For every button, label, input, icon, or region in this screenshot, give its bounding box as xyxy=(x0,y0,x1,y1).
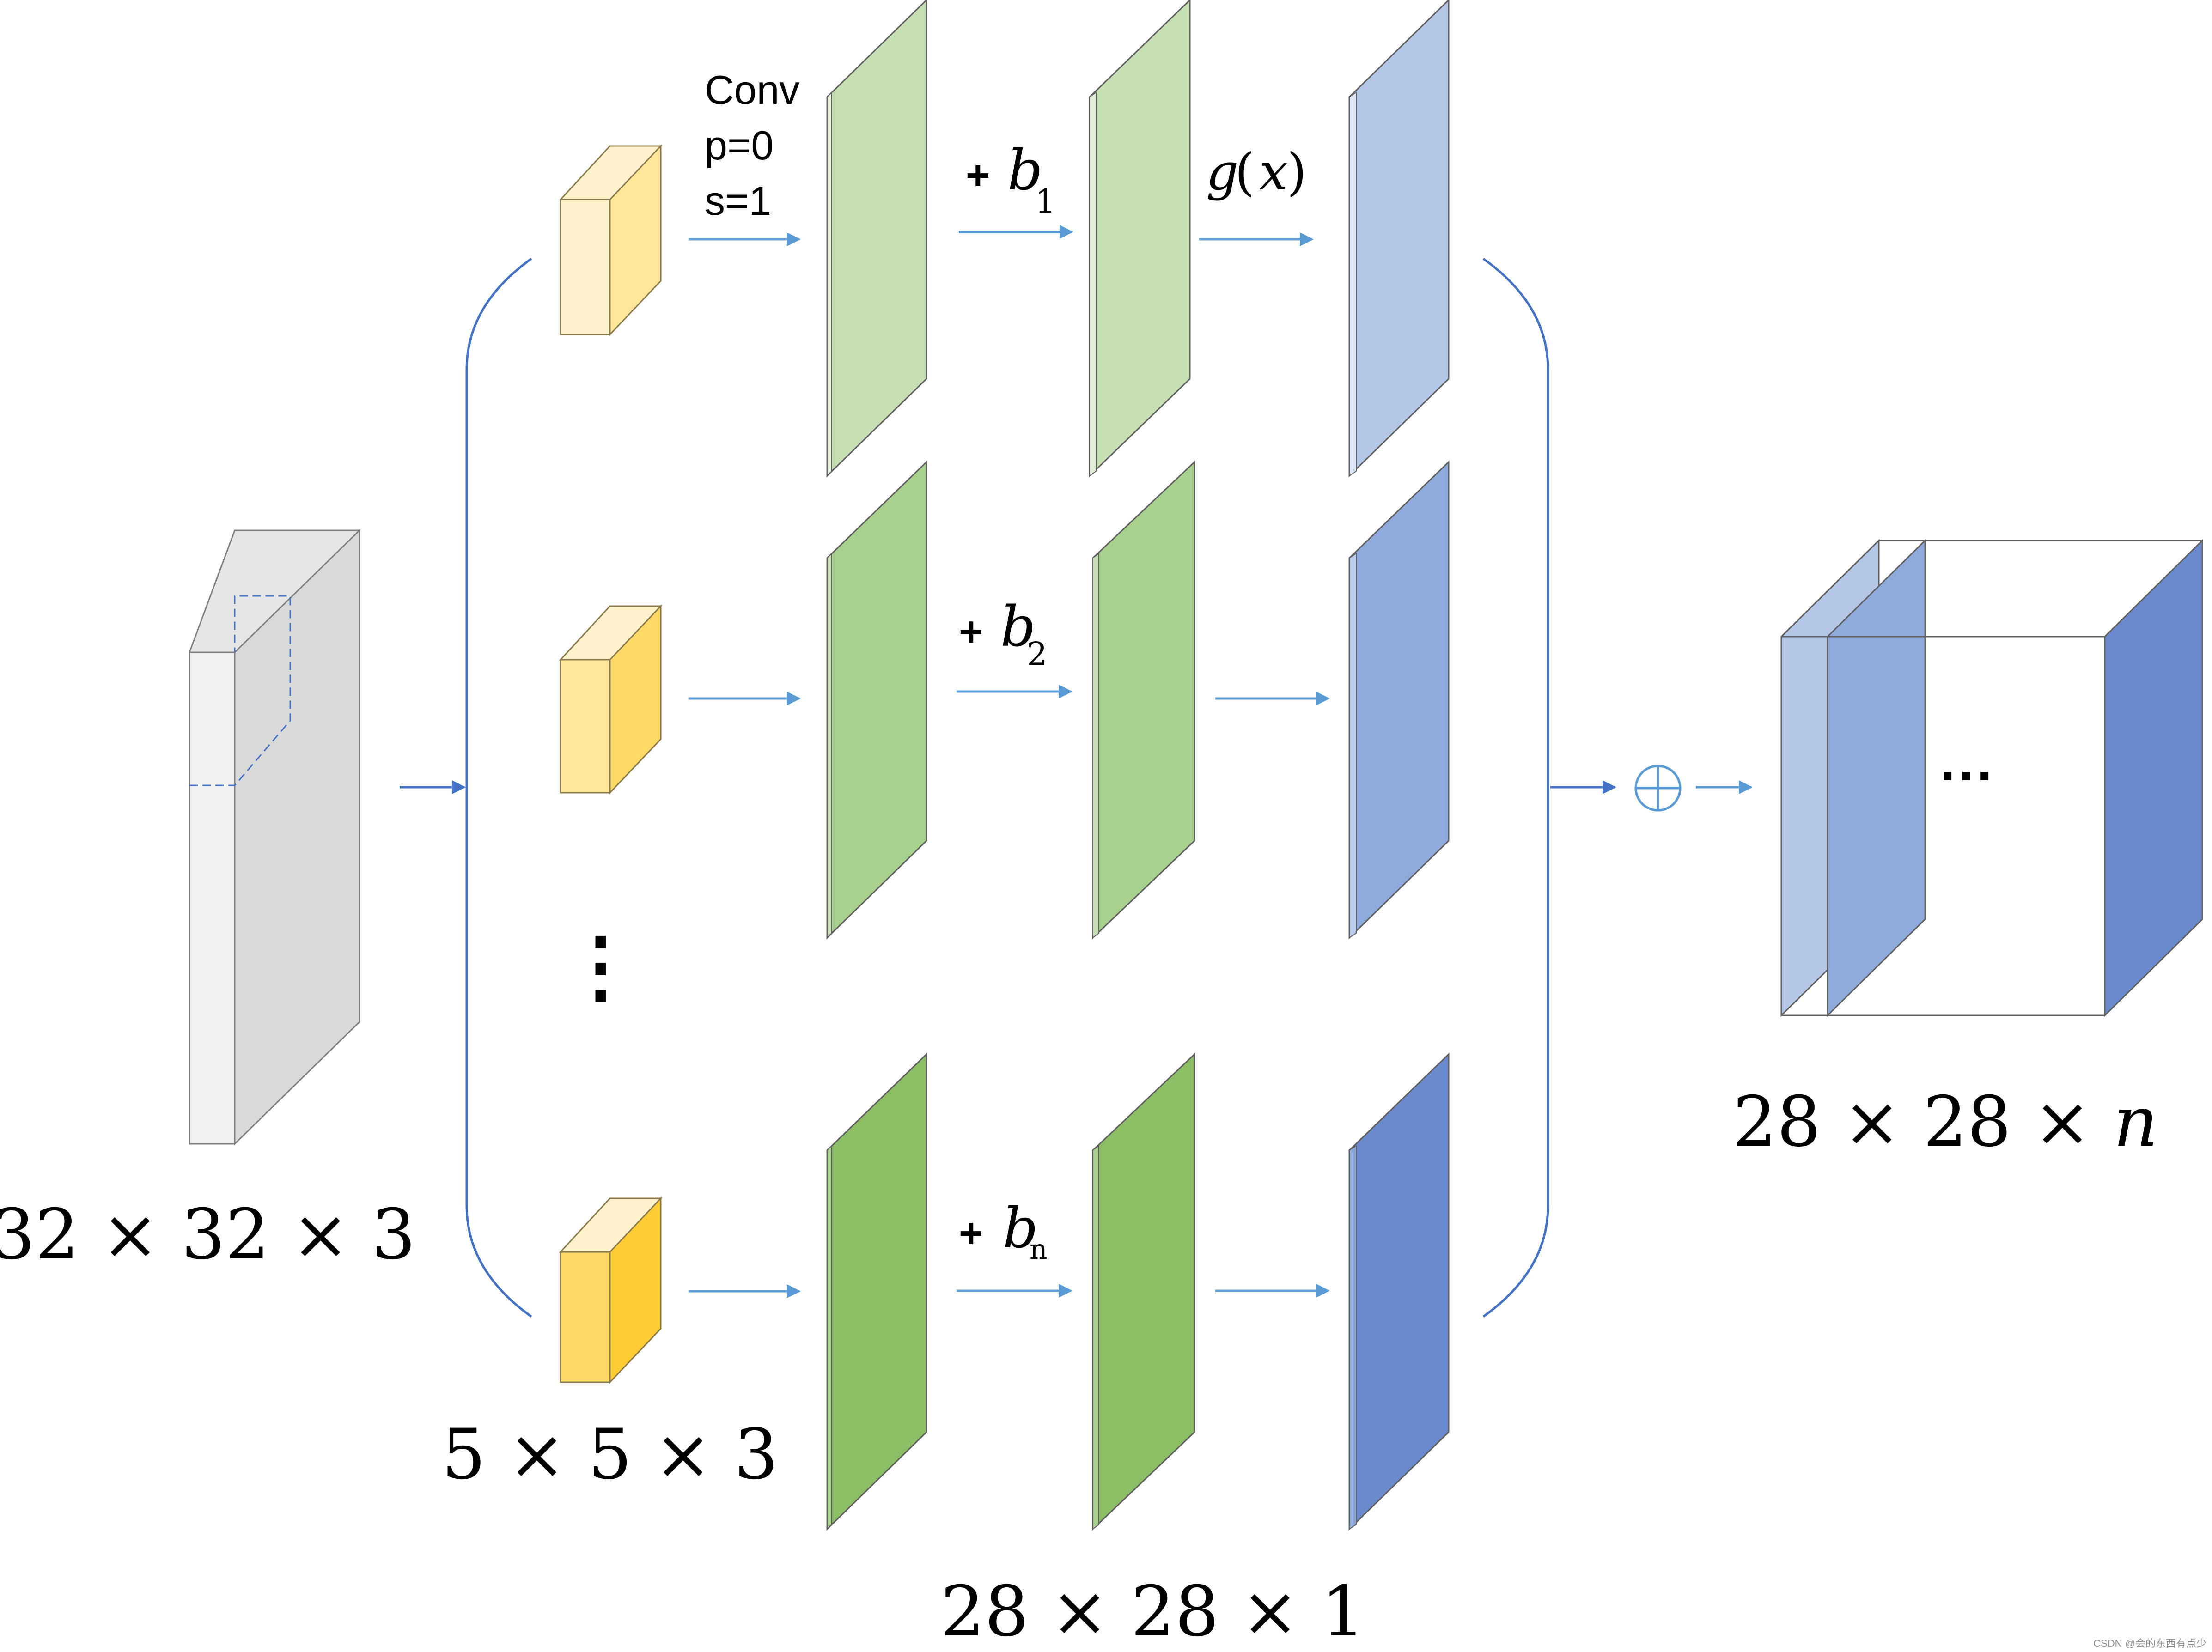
output-slice-n xyxy=(2104,539,2203,1017)
kernel-3-front xyxy=(560,1251,611,1383)
activation-open-paren: ( xyxy=(1235,142,1255,201)
concat-symbol xyxy=(1634,765,1682,812)
kernel-dims-label: 5 × 5 × 3 xyxy=(442,1415,778,1495)
feature-map-bias-2 xyxy=(1092,460,1195,940)
feature-map-activation-1 xyxy=(1348,0,1450,478)
feature-map-activation-3 xyxy=(1348,1052,1450,1531)
bias-plus-3: + xyxy=(959,1210,983,1257)
output-slices-ellipsis: ··· xyxy=(1940,745,1995,807)
left-bracket xyxy=(465,257,532,1318)
activation-label: g ( x ) xyxy=(1206,142,1307,201)
bias-var-1: b xyxy=(1007,139,1043,203)
bias-plus-1: + xyxy=(966,152,990,199)
bias-sub-3: n xyxy=(1030,1233,1048,1266)
feature-map-dims-label: 28 × 28 × 1 xyxy=(940,1572,1365,1652)
feature-map-conv-2 xyxy=(826,460,927,940)
feature-map-bias-1 xyxy=(1089,0,1191,478)
input-front-face xyxy=(189,651,236,1145)
bias-var-2: b xyxy=(1000,595,1036,659)
output-dims-var: n xyxy=(2114,1082,2158,1162)
bias-var-3: b xyxy=(1003,1196,1038,1261)
right-bracket xyxy=(1482,257,1549,1318)
bias-sub-2: 2 xyxy=(1027,635,1048,673)
rows-ellipsis: ⋮ xyxy=(561,920,640,1012)
feature-map-bias-3 xyxy=(1092,1052,1195,1531)
kernel-2-front xyxy=(560,659,611,794)
kernel-row-2 xyxy=(559,604,663,795)
activation-close-paren: ) xyxy=(1287,142,1307,201)
feature-map-activation-2 xyxy=(1348,460,1450,940)
feature-map-conv-1 xyxy=(826,0,927,478)
activation-arg: x xyxy=(1259,142,1288,201)
kernel-row-3 xyxy=(559,1196,663,1384)
output-dims-label: 28 × 28 × n xyxy=(1733,1082,2158,1162)
input-dims-label: 32 × 32 × 3 xyxy=(0,1195,416,1275)
feature-map-conv-3 xyxy=(826,1052,927,1531)
kernel-row-1 xyxy=(559,144,663,336)
kernel-1-front xyxy=(560,199,611,335)
bias-sub-1: 1 xyxy=(1035,182,1056,220)
output-dims-prefix: 28 × 28 × xyxy=(1733,1082,2114,1162)
activation-fn: g xyxy=(1206,142,1238,201)
input-volume xyxy=(188,528,361,1146)
conv-label-line2: p=0 xyxy=(705,122,774,168)
output-slice-2 xyxy=(1827,539,1926,1017)
bias-plus-2: + xyxy=(959,609,983,655)
conv-label-line1: Conv xyxy=(705,67,799,113)
watermark: CSDN @会的东西有点少 xyxy=(2093,1638,2206,1649)
conv-label-line3: s=1 xyxy=(705,178,771,224)
output-volume xyxy=(1780,539,2203,1017)
output-front-face xyxy=(1780,636,2106,1016)
